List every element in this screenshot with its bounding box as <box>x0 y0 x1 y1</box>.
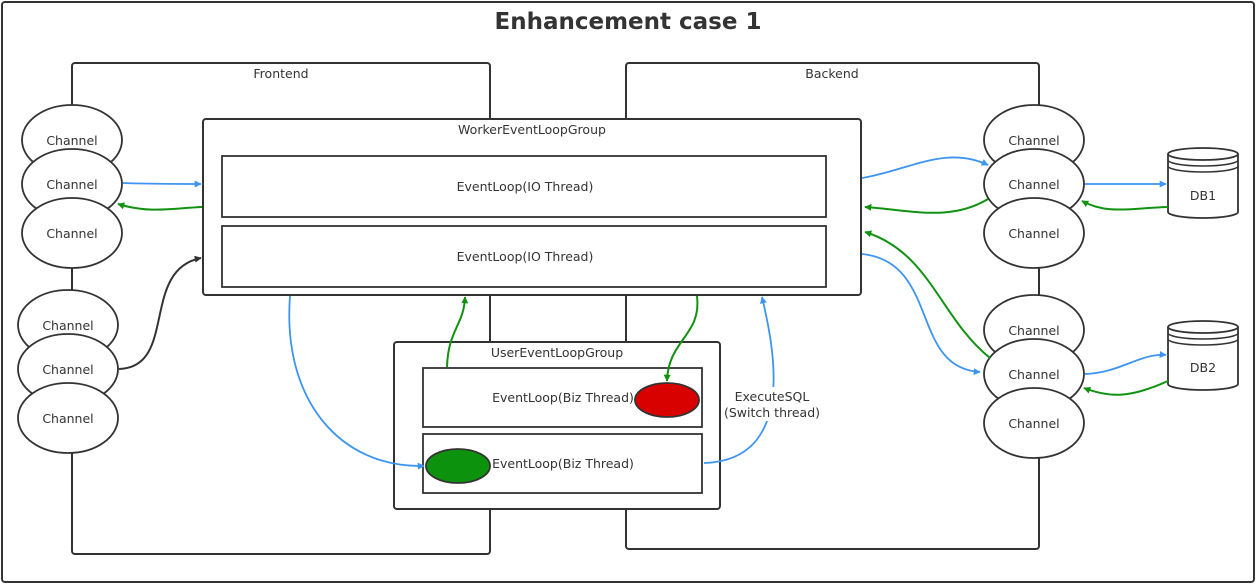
arrow-db1-result <box>1081 200 1169 211</box>
db1-label: DB1 <box>1190 188 1216 203</box>
io-event-loop-2-label: EventLoop(IO Thread) <box>457 249 594 264</box>
io-event-loop-2 <box>221 225 827 288</box>
frontend-channel-group-1: Channel Channel Channel <box>21 104 123 269</box>
arrow-db2-result <box>1083 380 1169 396</box>
diagram-title: Enhancement case 1 <box>495 9 762 35</box>
io-event-loop-1 <box>221 155 827 218</box>
frontend-channel-6 <box>17 382 119 454</box>
worker-group-label: WorkerEventLoopGroup <box>458 122 606 137</box>
frontend-channel-5-label: Channel <box>42 362 93 377</box>
frontend-channel-4-label: Channel <box>42 318 93 333</box>
arrow-frontend-request <box>122 180 202 188</box>
backend-channel-5-label: Channel <box>1008 367 1059 382</box>
frontend-channel-3-label: Channel <box>46 226 97 241</box>
arrow-backend-response-db1 <box>864 198 989 214</box>
frontend-channel-2-label: Channel <box>46 177 97 192</box>
arrow-frontend-new-connection <box>118 255 202 370</box>
backend-channel-group-1: Channel Channel Channel <box>983 104 1085 269</box>
frontend-channel-group-2: Channel Channel Channel <box>17 289 119 454</box>
arrow-biz-thread-return <box>446 296 469 368</box>
annotation-line-1: ExecuteSQL <box>735 389 810 404</box>
frontend-label: Frontend <box>253 66 308 81</box>
red-thread-marker <box>634 382 700 418</box>
backend-label: Backend <box>805 66 858 81</box>
backend-channel-1-label: Channel <box>1008 133 1059 148</box>
annotation-background <box>726 387 821 421</box>
backend-channel-6-label: Channel <box>1008 416 1059 431</box>
db2-label: DB2 <box>1190 360 1216 375</box>
user-group-label: UserEventLoopGroup <box>491 345 623 360</box>
backend-channel-6 <box>983 387 1085 459</box>
frontend-channel-3 <box>21 197 123 269</box>
arrow-backend-request-db1 <box>861 156 989 179</box>
worker-event-loop-group: WorkerEventLoopGroup EventLoop(IO Thread… <box>202 118 862 296</box>
annotation-line-2: (Switch thread) <box>724 405 820 420</box>
frontend-channel-1-label: Channel <box>46 133 97 148</box>
database-db1: DB1 <box>1167 147 1239 219</box>
database-db2: DB2 <box>1167 320 1239 391</box>
backend-channel-4-label: Channel <box>1008 323 1059 338</box>
arrow-dispatch-to-biz-thread <box>288 295 425 470</box>
green-thread-marker <box>425 448 491 484</box>
biz-event-loop-1-label: EventLoop(Biz Thread) <box>492 390 634 405</box>
backend-channel-3-label: Channel <box>1008 226 1059 241</box>
arrow-backend-response-db2 <box>864 230 991 359</box>
io-event-loop-1-label: EventLoop(IO Thread) <box>457 179 594 194</box>
backend-channel-2-label: Channel <box>1008 177 1059 192</box>
arrow-backend-request-db2 <box>861 253 981 376</box>
arrow-db2-query <box>1084 351 1167 375</box>
user-event-loop-group: UserEventLoopGroup EventLoop(Biz Thread)… <box>393 341 721 510</box>
arrow-io-to-biz-thread <box>663 295 699 382</box>
frontend-channel-6-label: Channel <box>42 411 93 426</box>
backend-channel-3 <box>983 197 1085 269</box>
backend-channel-group-2: Channel Channel Channel <box>983 294 1085 459</box>
biz-event-loop-2-label: EventLoop(Biz Thread) <box>492 456 634 471</box>
arrow-frontend-response <box>117 202 203 211</box>
